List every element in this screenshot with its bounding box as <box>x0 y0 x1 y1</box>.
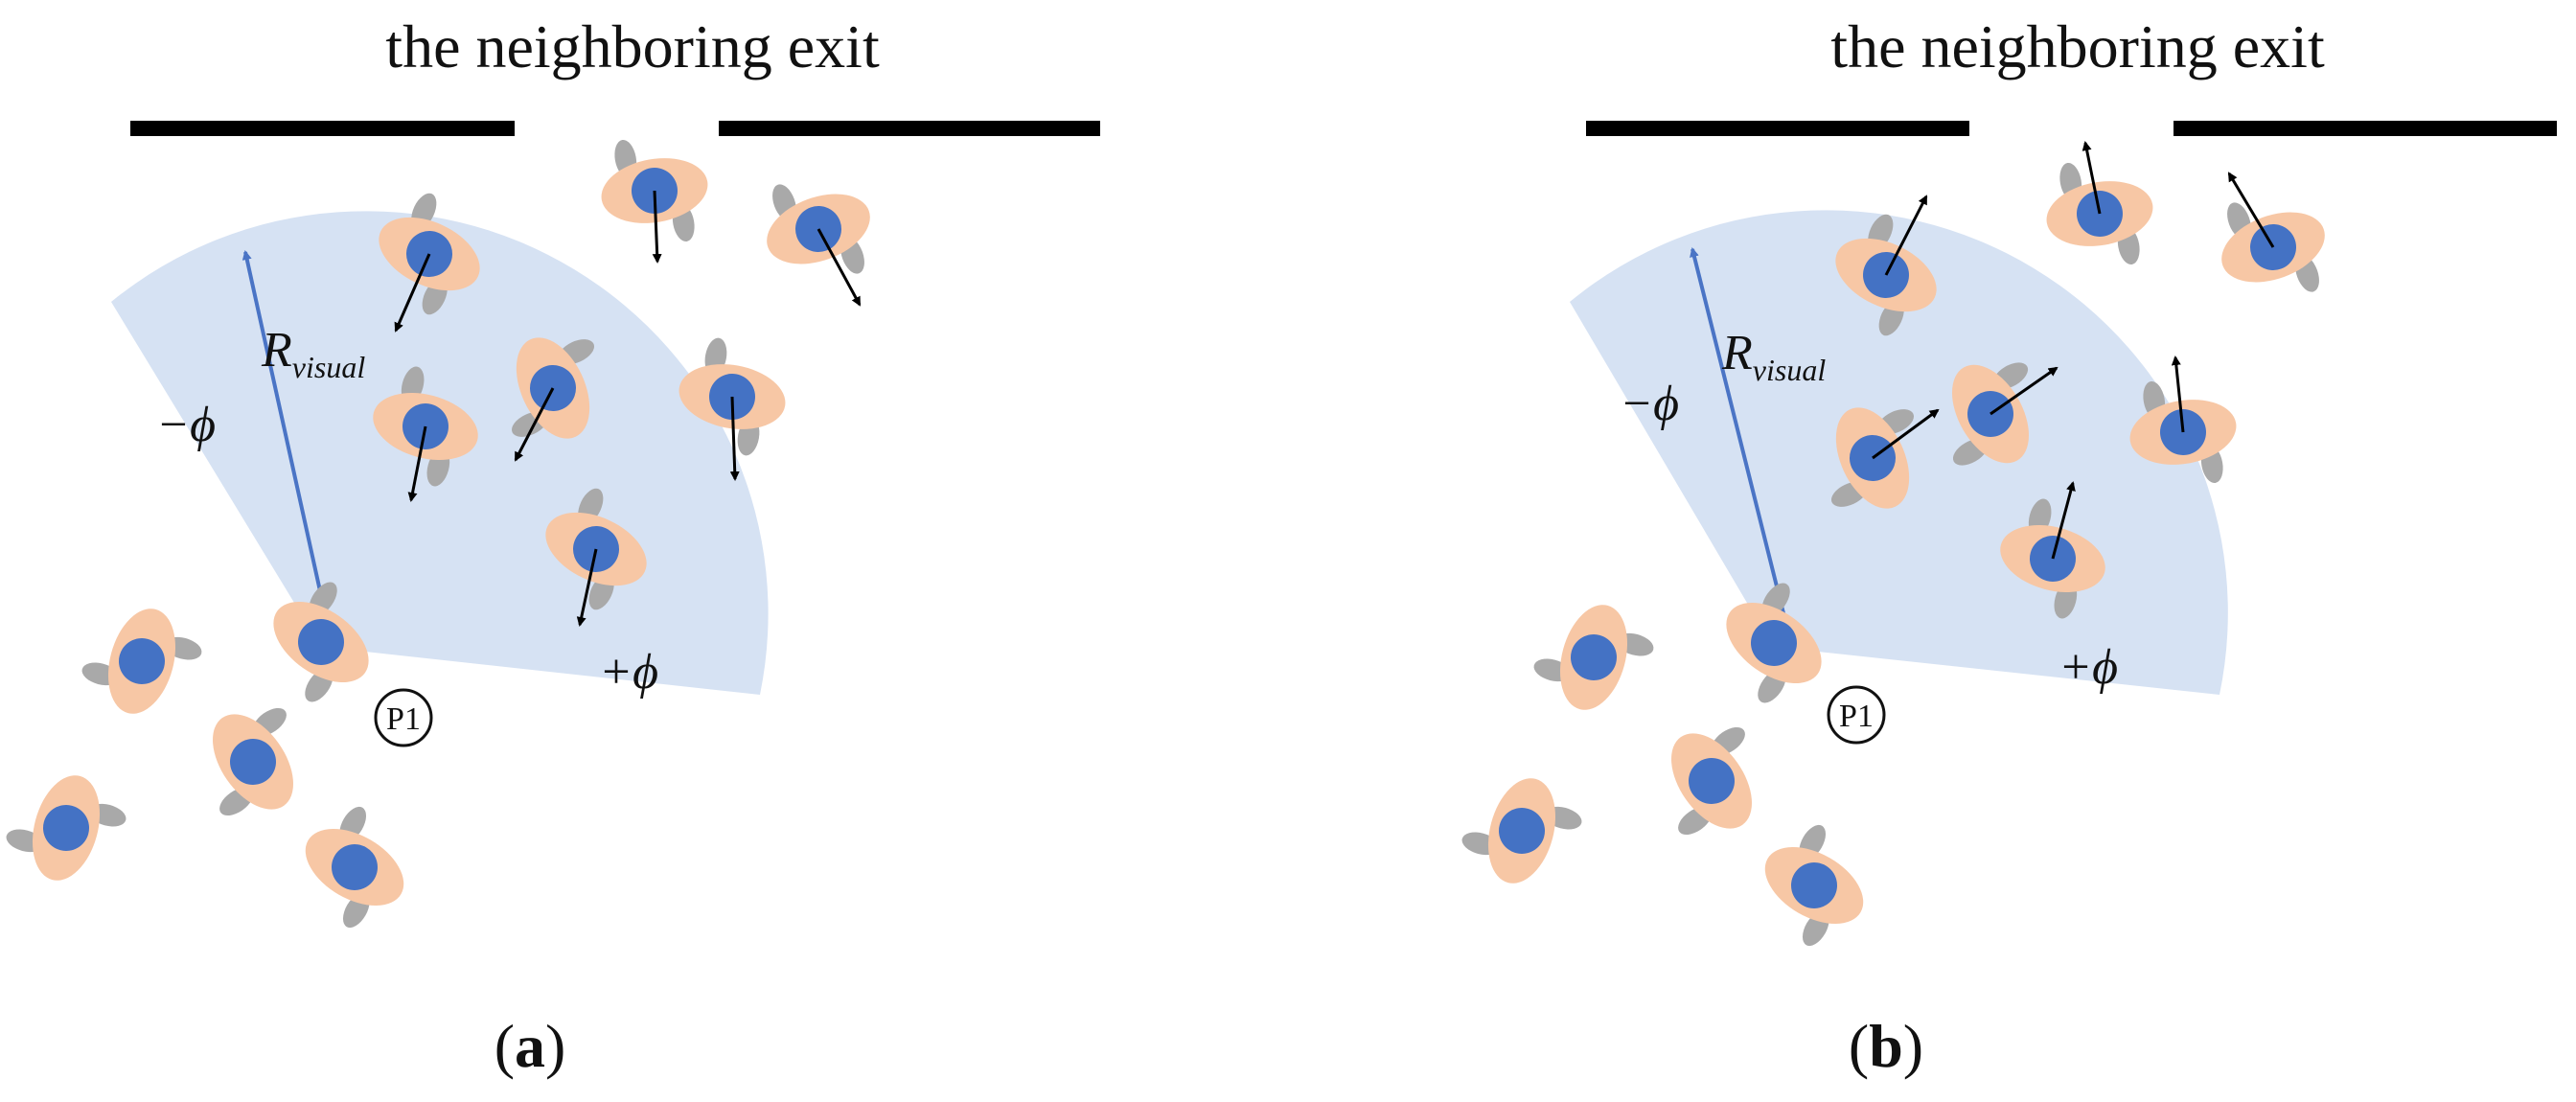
radius-arrow <box>1690 247 1793 633</box>
exit-title: the neighboring exit <box>1830 12 2325 80</box>
plus-phi-label: +ϕ <box>599 645 658 700</box>
radius-arrow <box>242 250 333 626</box>
pedestrian-icon <box>280 792 429 943</box>
arrow-icon <box>1872 408 1940 460</box>
panel-label-a: (a) <box>494 1012 566 1080</box>
pedestrian-icon <box>176 685 330 838</box>
exit-title: the neighboring exit <box>385 12 880 80</box>
radius-subscript: visual <box>292 350 366 384</box>
p1-marker <box>1827 685 1886 745</box>
panel-label-close: ) <box>1903 1012 1923 1080</box>
arrow-icon <box>514 387 555 462</box>
p1-marker <box>374 688 433 747</box>
pedestrian-icon <box>1739 810 1889 961</box>
arrow-icon <box>2051 481 2076 560</box>
arrow-icon <box>2171 356 2185 433</box>
panel-label-b: (b) <box>1849 1012 1923 1080</box>
minus-phi-label: −ϕ <box>156 398 216 452</box>
pedestrian-icon <box>0 761 134 895</box>
p1-label: P1 <box>1839 699 1874 734</box>
p1-label: P1 <box>386 701 421 737</box>
pedestrians <box>0 126 888 943</box>
radius-symbol: R <box>261 323 292 378</box>
arrow-icon <box>394 253 431 333</box>
minus-phi-label: −ϕ <box>1620 377 1679 431</box>
pedestrian-icon <box>1454 764 1590 898</box>
arrow-icon <box>576 548 598 627</box>
panel-a: the neighboring exit Rvisual −ϕ +ϕ P1 <box>0 12 1100 1080</box>
arrow-icon <box>729 396 740 481</box>
panel-label-open: ( <box>494 1012 515 1080</box>
panel-label-close: ) <box>545 1012 565 1080</box>
panel-label-letter: b <box>1869 1012 1903 1080</box>
arrow-icon <box>816 228 862 307</box>
panel-b: the neighboring exit Rvisual −ϕ +ϕ P1 <box>1454 12 2557 1080</box>
pedestrian-icon <box>1526 590 1662 724</box>
panel-label-letter: a <box>515 1012 545 1080</box>
pedestrian-icon <box>74 594 210 728</box>
pedestrian-icon <box>1635 704 1788 858</box>
panel-label-open: ( <box>1849 1012 1869 1080</box>
radius-symbol: R <box>1721 326 1753 380</box>
radius-label: Rvisual <box>261 323 365 384</box>
pedestrians <box>1454 141 2343 961</box>
arrow-icon <box>1990 366 2058 416</box>
plus-phi-label: +ϕ <box>2058 640 2118 695</box>
arrow-icon <box>407 425 427 502</box>
arrow-icon <box>2082 141 2102 215</box>
radius-subscript: visual <box>1753 353 1827 387</box>
arrow-icon <box>2227 172 2275 248</box>
radius-label: Rvisual <box>1721 326 1826 387</box>
arrow-icon <box>1884 195 1928 276</box>
arrow-icon <box>652 190 662 264</box>
